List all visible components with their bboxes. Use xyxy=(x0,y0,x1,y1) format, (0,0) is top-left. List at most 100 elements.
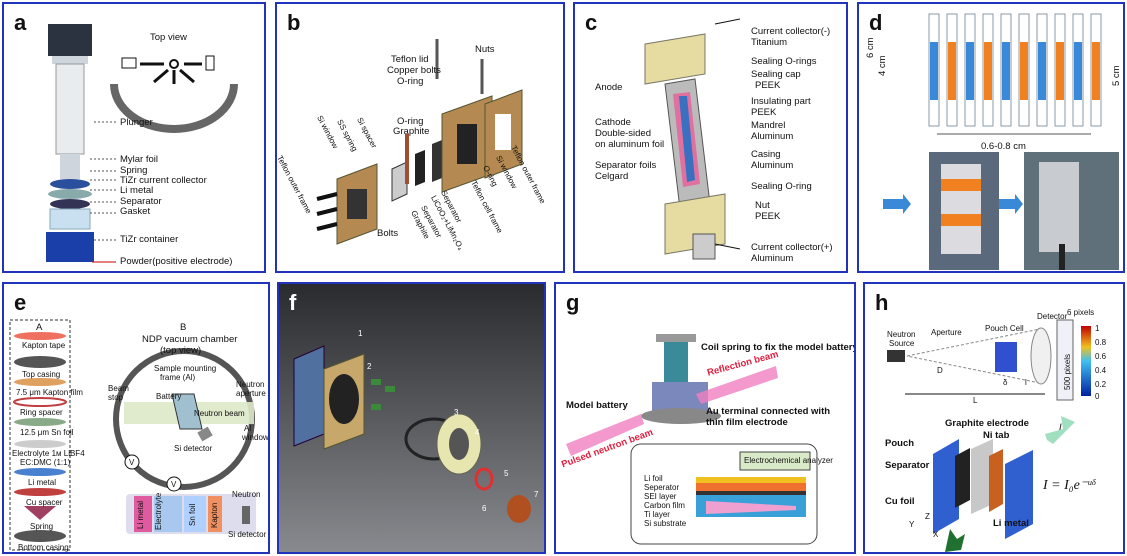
neutron-aperture-label-2: aperture xyxy=(236,389,266,398)
beam-stop-label-2: stop xyxy=(108,393,124,402)
panel-a: a Top view Plunger Mylar foil Spring TiZ… xyxy=(2,2,266,273)
ni-tab-label: Ni tab xyxy=(983,430,1010,441)
panel-g: g Coil spring to fix the model battery R… xyxy=(554,282,856,554)
d-label: D xyxy=(937,366,943,375)
sealing-orings-label: Sealing O-rings xyxy=(751,56,817,67)
axis-y: Y xyxy=(909,520,915,529)
analyzer-label: Electrochemical analyzer xyxy=(744,456,833,465)
strip-electrode xyxy=(1038,42,1046,100)
panel-label-f: f xyxy=(289,290,297,315)
cell-illustration-c xyxy=(644,18,741,260)
strip-electrode xyxy=(1092,42,1100,100)
neutron-source-label-2: Source xyxy=(889,339,915,348)
sep2: Celgard xyxy=(595,171,629,182)
cu-spacer-label: Cu spacer xyxy=(26,498,63,507)
panel-e: e A B Kapton tape Top casing 7.5 μm Kapt… xyxy=(2,282,270,554)
strip-outline xyxy=(964,13,976,127)
panel-c: c Current collector(-) Titanium Sealing … xyxy=(573,2,848,273)
mandrel-mat: Aluminum xyxy=(751,131,794,142)
li-metal-e-label: Li metal xyxy=(28,478,57,487)
cathode2: Double-sided xyxy=(595,128,651,139)
frame-label-2: frame (Al) xyxy=(160,373,196,382)
strip-diagram-d xyxy=(883,13,1119,270)
strip-electrode xyxy=(1056,42,1064,100)
coil-label: Coil spring to fix the model battery xyxy=(701,342,856,353)
o-ring-top-label: O-ring xyxy=(397,76,424,87)
setup-diagram-e xyxy=(9,319,256,551)
sep1: Separator foils xyxy=(595,160,657,171)
layer-sei: SEI layer xyxy=(644,492,677,501)
spacing-label: 0.6-0.8 cm xyxy=(981,141,1026,152)
gasket-label: Gasket xyxy=(120,206,151,217)
cb-08: 0.8 xyxy=(1095,338,1107,347)
neutron-beam-label: Neutron beam xyxy=(194,409,245,418)
num-6: 6 xyxy=(482,504,487,513)
bottom-neutron-label: Neutron xyxy=(232,490,261,499)
anode-label: Anode xyxy=(595,82,623,93)
strip-outline xyxy=(1090,13,1102,127)
layer-si: Si substrate xyxy=(644,519,687,528)
sn-foil-label: 12.5 μm Sn foil xyxy=(20,428,74,437)
num-1: 1 xyxy=(358,329,363,338)
bolts-label: Bolts xyxy=(377,228,399,239)
label-A: A xyxy=(36,322,43,333)
panel-h: h Neutron Source Aperture Pouch Cell Det… xyxy=(863,282,1125,554)
graphite-top-label: Graphite xyxy=(393,126,430,137)
casing-mat: Aluminum xyxy=(751,160,794,171)
sealing-cap-mat: PEEK xyxy=(755,80,781,91)
pouch-label: Pouch xyxy=(885,438,915,449)
strip-outline xyxy=(1036,13,1048,127)
nuts-label: Nuts xyxy=(475,44,495,55)
copper-bolts-label: Copper bolts xyxy=(387,65,441,76)
container-label: TiZr container xyxy=(120,234,179,245)
cell-illustration-b xyxy=(316,39,523,245)
au-terminal-label-2: thin film electrode xyxy=(706,417,788,428)
insulating-mat: PEEK xyxy=(751,107,777,118)
ring-spacer-label: Ring spacer xyxy=(20,408,63,417)
cc-pos-mat: Aluminum xyxy=(751,253,794,264)
pouch-cell-label: Pouch Cell xyxy=(985,324,1024,333)
insulating-label: Insulating part xyxy=(751,96,811,107)
cathode3: on aluminum foil xyxy=(595,139,665,150)
intensity-label: I xyxy=(1059,422,1062,433)
si-detector-label: Si detector xyxy=(174,444,213,453)
setup-diagram-g xyxy=(566,334,818,545)
top-view-label: Top view xyxy=(150,32,187,43)
bottom-si-label: Si detector xyxy=(228,530,267,539)
teflon-lid-label: Teflon lid xyxy=(391,54,429,65)
strip-outline xyxy=(982,13,994,127)
layer-separator: Seperator xyxy=(644,483,680,492)
strip-electrode xyxy=(1020,42,1028,100)
axis-z: Z xyxy=(925,512,930,521)
model-battery-label: Model battery xyxy=(566,400,628,411)
casing-label: Casing xyxy=(751,149,781,160)
panel-d: d 6 cm 4 cm 5 cm 0.6-0.8 cm xyxy=(857,2,1125,273)
frame-label: Sample mounting xyxy=(154,364,217,373)
kapton-tape-label: Kapton tape xyxy=(22,341,66,350)
num-2: 2 xyxy=(367,362,372,371)
voltmeter-bottom-label: V xyxy=(171,480,177,489)
powder-label: Powder(positive electrode) xyxy=(120,256,233,267)
sealing-cap-label: Sealing cap xyxy=(751,69,801,80)
nut-mat: PEEK xyxy=(755,211,781,222)
pixels6-label: 6 pixels xyxy=(1067,308,1095,317)
strip-outline xyxy=(928,13,940,127)
num-7: 7 xyxy=(534,490,539,499)
o-ring-mid-label: O-ring xyxy=(397,116,424,127)
top-casing-label: Top casing xyxy=(22,370,61,379)
nut-label: Nut xyxy=(755,200,770,211)
cc-neg-label: Current collector(-) xyxy=(751,26,831,37)
cb-0: 0 xyxy=(1095,392,1100,401)
li-metal-h-label: Li metal xyxy=(993,518,1029,529)
chamber-label-2: (top view) xyxy=(160,345,202,356)
strip-electrode xyxy=(1074,42,1082,100)
axis-x: X xyxy=(933,530,939,539)
panel-label-e: e xyxy=(14,290,27,315)
au-terminal-label: Au terminal connected with xyxy=(706,406,831,417)
strip-electrode xyxy=(966,42,974,100)
plunger-label: Plunger xyxy=(120,117,153,128)
strip-electrode xyxy=(1002,42,1010,100)
strip-outline xyxy=(1054,13,1066,127)
strip-electrode xyxy=(948,42,956,100)
sealing-oring-label: Sealing O-ring xyxy=(751,181,812,192)
